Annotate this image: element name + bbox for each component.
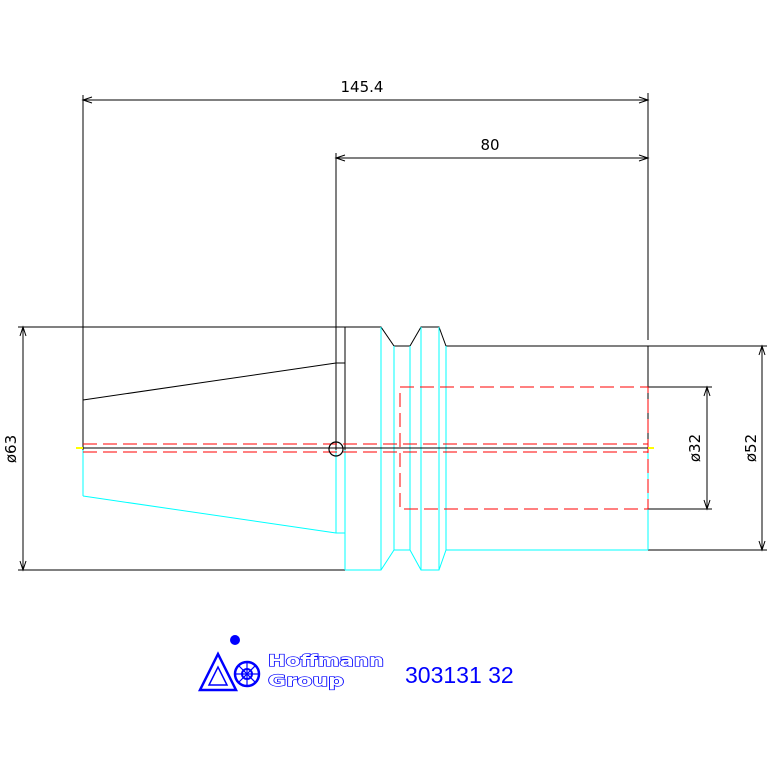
shank-length-label: 80	[480, 136, 499, 154]
overall-length-label: 145.4	[341, 78, 384, 96]
flange-diameter-label: ø63	[2, 435, 20, 463]
logo-line2: Group	[268, 671, 344, 690]
part-number: 303131 32	[405, 662, 514, 688]
dimension-flange-diameter	[18, 325, 345, 572]
dimension-bore-diameter	[648, 385, 712, 511]
logo-emblem-icon	[197, 635, 261, 692]
gauge-point-circle	[328, 441, 344, 457]
shank-diameter-label: ø52	[742, 434, 760, 462]
bore-diameter-label: ø32	[686, 434, 704, 462]
hoffmann-group-logo: Hoffmann Group	[197, 635, 385, 692]
logo-line1: Hoffmann	[268, 651, 384, 670]
part-upper-outline	[82, 326, 649, 450]
dimension-shank-length	[334, 153, 650, 450]
dimension-overall-length	[81, 93, 650, 452]
dimension-shank-diameter	[648, 344, 767, 552]
